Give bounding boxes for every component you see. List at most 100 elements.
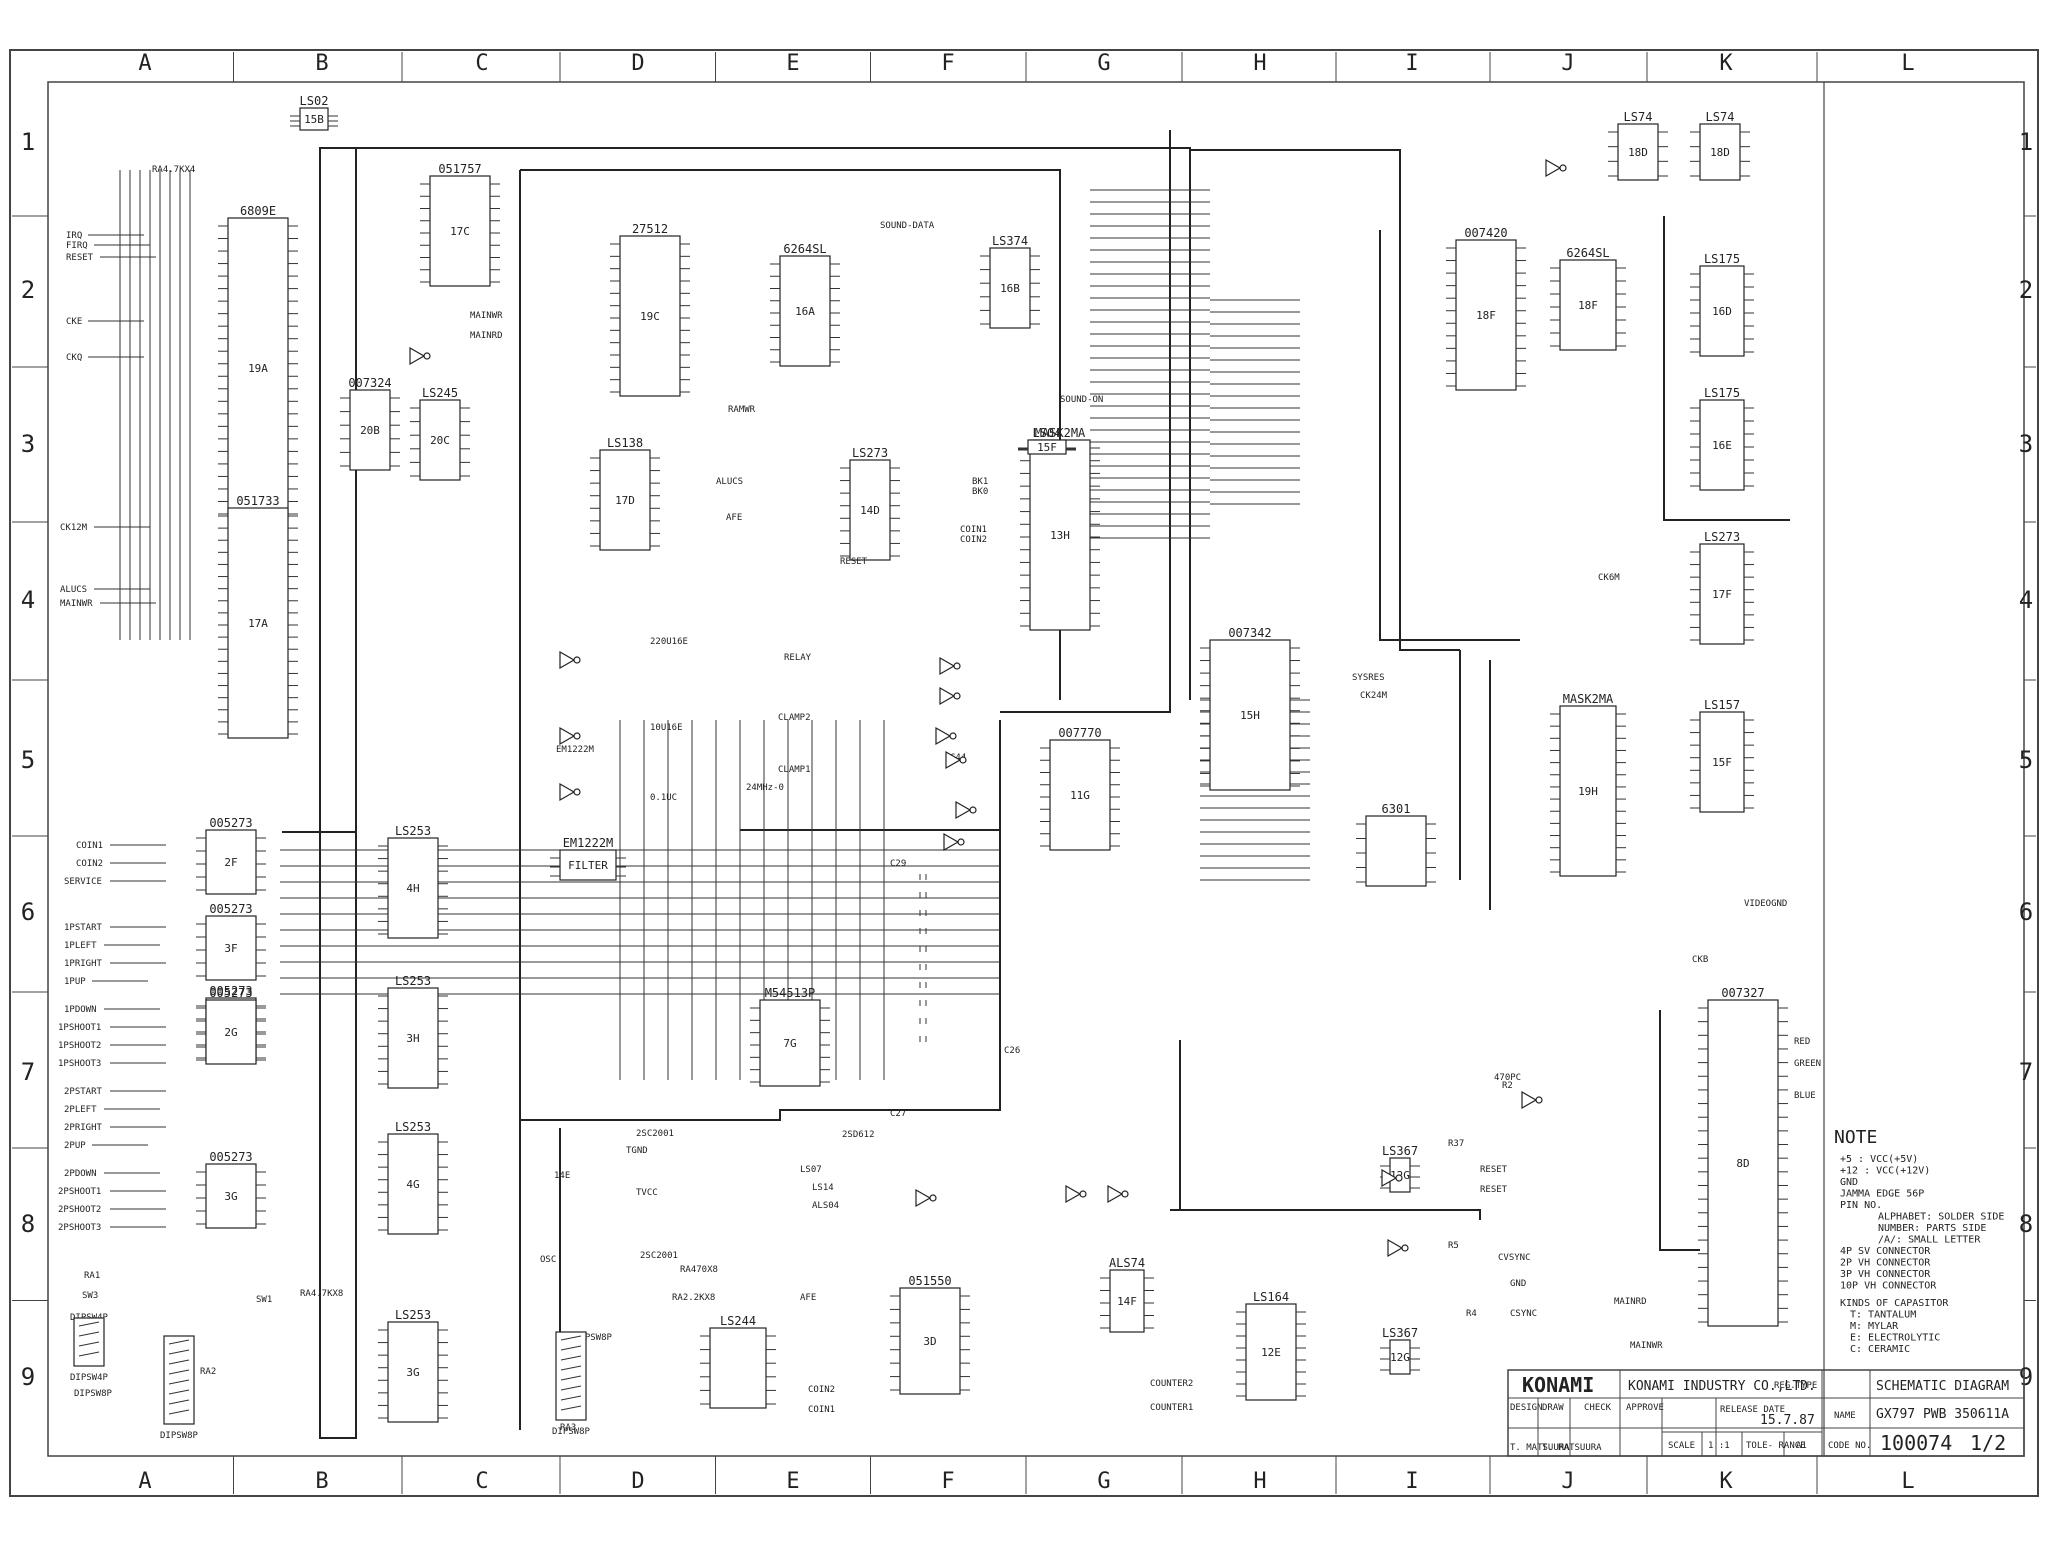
note-line: KINDS OF CAPASITOR bbox=[1840, 1298, 1949, 1309]
grid-row-8-right: 8 bbox=[2019, 1210, 2033, 1238]
outer-frame bbox=[9, 49, 2039, 1497]
logic-gate bbox=[945, 750, 962, 770]
signal-label: IRQ bbox=[66, 231, 82, 241]
signal-label: 2PRIGHT bbox=[64, 1123, 103, 1133]
chip-label: 007327 bbox=[1721, 986, 1764, 1000]
logic-gate bbox=[409, 346, 426, 366]
part-label: 0.1UC bbox=[650, 793, 677, 803]
chip-body bbox=[899, 1287, 961, 1395]
logic-gate bbox=[1545, 158, 1562, 178]
chip-id: 20B bbox=[360, 424, 380, 437]
chip-id: 17D bbox=[615, 494, 635, 507]
chip-body bbox=[1209, 639, 1291, 791]
dip-switch-lever bbox=[560, 1345, 582, 1351]
chip-body bbox=[709, 1327, 767, 1409]
chip-id: 18D bbox=[1710, 146, 1730, 159]
logic-gate bbox=[935, 726, 952, 746]
chip-label: LS74 bbox=[1624, 110, 1653, 124]
signal-label: MAINWR bbox=[60, 599, 93, 609]
signal-label: 1PDOWN bbox=[64, 1005, 97, 1015]
chip-body bbox=[387, 987, 439, 1089]
dip-switch-lever bbox=[78, 1331, 100, 1337]
bus-lines bbox=[119, 130, 1790, 1439]
konami-logo: KONAMI bbox=[1522, 1373, 1594, 1397]
bus-line-9 bbox=[1379, 230, 1520, 641]
dip-switch-lever bbox=[560, 1335, 582, 1341]
chip-id: 4G bbox=[406, 1178, 419, 1191]
part-label: 2SC2001 bbox=[636, 1129, 674, 1139]
chip-label: LS367 bbox=[1382, 1326, 1418, 1340]
chip-label: 005273 bbox=[209, 984, 252, 998]
chip-id: 13H bbox=[1050, 529, 1070, 542]
dip-switch: DIPSW8P bbox=[160, 1335, 199, 1441]
part-label: SW3 bbox=[82, 1291, 98, 1301]
chip-label: 005273 bbox=[209, 816, 252, 830]
grid-col-G-top: G bbox=[1097, 51, 1110, 76]
gate-bubble bbox=[1559, 164, 1567, 172]
dip-switch-lever bbox=[168, 1339, 190, 1345]
gate-bubble bbox=[1121, 1190, 1129, 1198]
chip-id: 3D bbox=[923, 1335, 936, 1348]
signal-label: CLAMP1 bbox=[778, 765, 811, 775]
part-label: R4 bbox=[1466, 1309, 1477, 1319]
chip-id: 3G bbox=[406, 1366, 419, 1379]
logic-gate bbox=[939, 656, 956, 676]
part-label: C26 bbox=[1004, 1046, 1020, 1056]
dip-switch: DIPSW4P bbox=[70, 1317, 109, 1383]
signal-label: RESET bbox=[840, 557, 868, 567]
gate-bubble bbox=[929, 1194, 937, 1202]
chip-label: 6809E bbox=[240, 204, 276, 218]
part-label: C29 bbox=[890, 859, 906, 869]
grid-col-E-bottom: E bbox=[786, 1469, 799, 1494]
chip-6301: 6301 bbox=[1356, 802, 1436, 887]
signal-label: MAINRD bbox=[1614, 1297, 1647, 1307]
grid-col-L-bottom: L bbox=[1901, 1469, 1914, 1494]
reg-type-label: REG.TYPE bbox=[1774, 1381, 1817, 1391]
chip-body bbox=[1027, 439, 1067, 455]
logic-gate bbox=[1381, 1168, 1398, 1188]
tolerance-value: A1 bbox=[1796, 1441, 1807, 1451]
chip-id: 18D bbox=[1628, 146, 1648, 159]
chip-label: LS02 bbox=[300, 94, 329, 108]
dip-switch-lever bbox=[168, 1369, 190, 1375]
chip-id: FILTER bbox=[568, 859, 608, 872]
company-name: KONAMI INDUSTRY CO.,LTD. bbox=[1628, 1379, 1816, 1394]
grid-row-5-right: 5 bbox=[2019, 746, 2033, 774]
chip-body bbox=[599, 449, 651, 551]
note-line: E: ELECTROLYTIC bbox=[1850, 1333, 1940, 1344]
chip-body bbox=[1029, 439, 1091, 631]
drafter-name: T. MATSUURA bbox=[1542, 1443, 1602, 1453]
grid-col-D-top: D bbox=[631, 51, 644, 76]
grid-col-C-bottom: C bbox=[475, 1469, 488, 1494]
chip-ls74: LS74 18D bbox=[1608, 110, 1668, 181]
part-label: DIPSW8P bbox=[574, 1333, 613, 1343]
note-line: 4P SV CONNECTOR bbox=[1840, 1246, 1931, 1257]
grid-row-7-right: 7 bbox=[2019, 1058, 2033, 1086]
chip-label: 007770 bbox=[1058, 726, 1101, 740]
chip-id: 15H bbox=[1240, 709, 1260, 722]
chip-label: 051757 bbox=[438, 162, 481, 176]
designer-name: T. MATSUURA bbox=[1510, 1443, 1570, 1453]
approve-label: APPROVE bbox=[1626, 1403, 1664, 1413]
chip-id: 19H bbox=[1578, 785, 1598, 798]
note-line: 2P VH CONNECTOR bbox=[1840, 1258, 1931, 1269]
dip-switch-lever bbox=[560, 1385, 582, 1391]
chip-label: LS157 bbox=[1704, 698, 1740, 712]
chip-body bbox=[1699, 399, 1745, 491]
chip-label: 007324 bbox=[348, 376, 391, 390]
chip-ls244: LS244 bbox=[700, 1314, 776, 1409]
signal-label: RED bbox=[1794, 1037, 1810, 1047]
signal-label: 2PSTART bbox=[64, 1087, 103, 1097]
logic-gate bbox=[1387, 1238, 1404, 1258]
